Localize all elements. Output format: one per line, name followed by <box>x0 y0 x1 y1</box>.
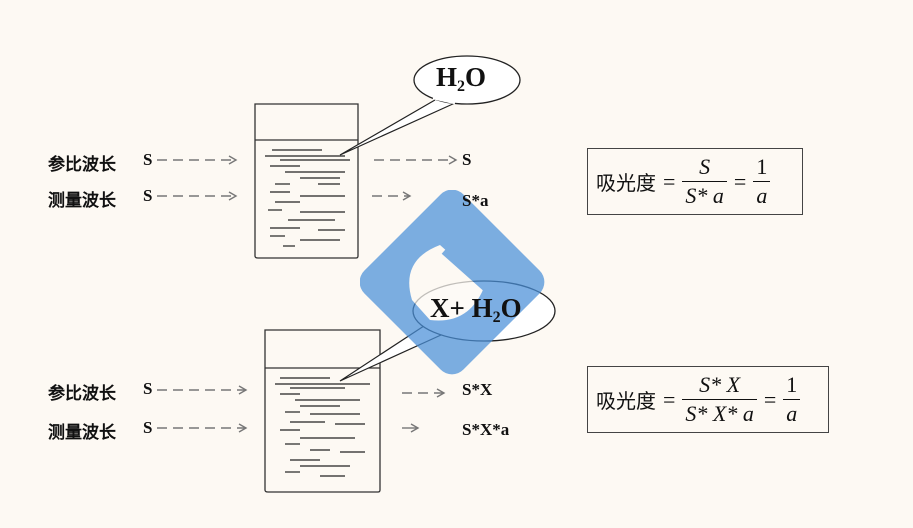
top-arrows <box>157 155 458 201</box>
top-reference-output: S <box>462 150 472 169</box>
bottom-reference-input: S <box>143 379 153 398</box>
watermark-logo-icon <box>360 190 545 375</box>
bottom-reference-output: S*X <box>462 380 493 399</box>
top-measure-label: 测量波长 <box>48 191 116 211</box>
bottom-measure-label: 测量波长 <box>48 423 116 443</box>
top-measure-output: S*a <box>462 191 489 210</box>
bottom-beaker <box>264 329 381 493</box>
bottom-reference-label: 参比波长 <box>48 384 116 404</box>
equals-sign: = <box>663 168 676 194</box>
bottom-bubble-text: X+ H2O <box>430 293 522 326</box>
bottom-measure-output: S*X*a <box>462 420 510 439</box>
top-bubble-text: H2O <box>436 62 487 95</box>
top-beaker <box>254 103 359 259</box>
formula-label: 吸光度 <box>596 171 656 195</box>
equals-sign: = <box>763 386 777 412</box>
formula-label: 吸光度 <box>596 389 656 413</box>
top-reference-label: 参比波长 <box>48 155 116 175</box>
bottom-arrows <box>157 385 446 433</box>
top-measure-input: S <box>143 186 153 205</box>
bottom-measure-input: S <box>143 418 153 437</box>
top-reference-input: S <box>143 150 153 169</box>
top-speech-bubble <box>339 55 521 156</box>
equals-sign: = <box>663 386 676 412</box>
equals-sign: = <box>733 168 747 194</box>
